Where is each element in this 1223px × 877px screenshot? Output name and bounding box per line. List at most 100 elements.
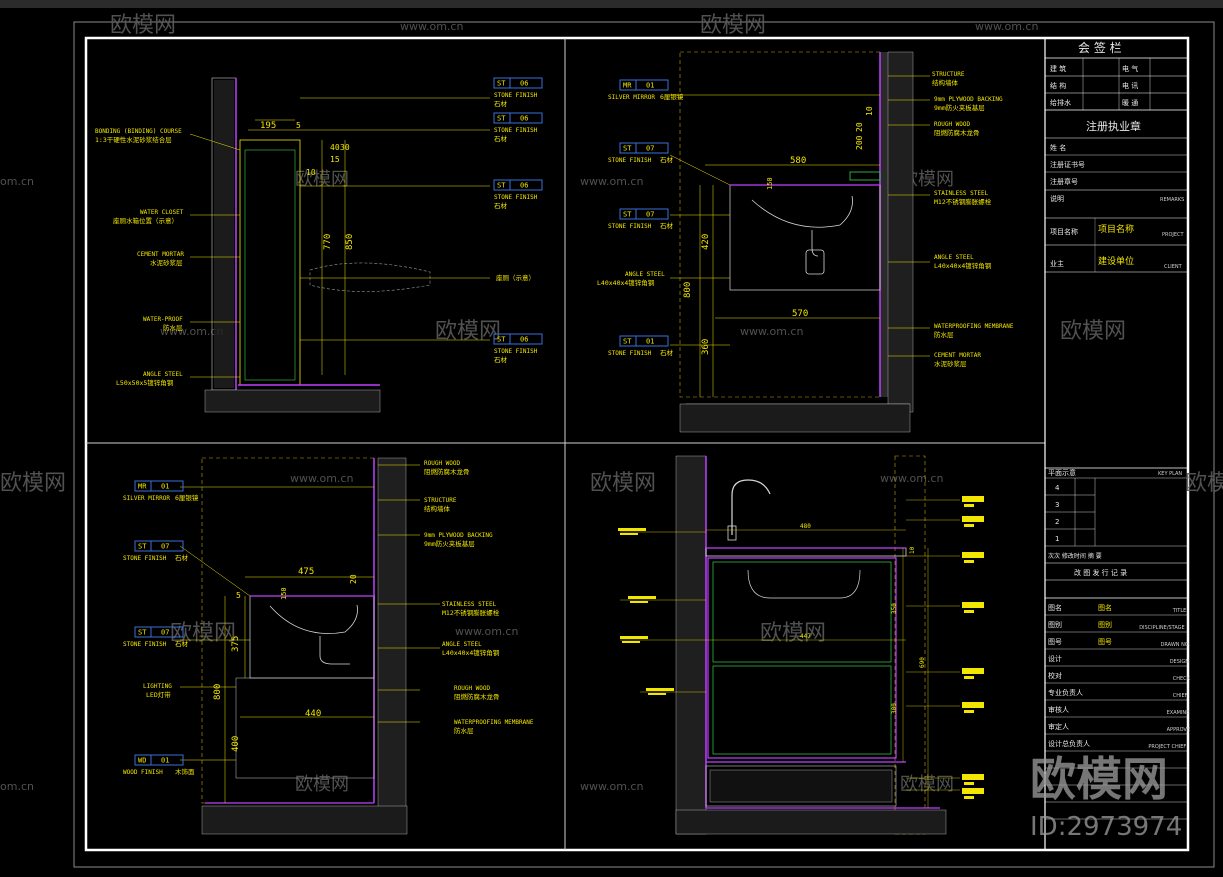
dim-480: 480 — [800, 523, 811, 530]
bonding-en: BONDING (BINDING) COURSE — [95, 128, 182, 135]
watermark-brand: 欧模网 — [110, 13, 176, 38]
field-label: 设计总负责人 — [1048, 739, 1090, 748]
angle-en: ANGLE STEEL — [934, 254, 974, 261]
tag-number: 01 — [161, 483, 169, 491]
project-value: 项目名称 — [1098, 223, 1134, 235]
dim-300: 300 — [891, 703, 898, 714]
tag-number: 07 — [646, 145, 654, 153]
watermark-brand: 欧模网 — [900, 169, 954, 190]
callout-marker — [962, 516, 984, 522]
tag-code: ST — [623, 338, 632, 346]
dim-150: 150 — [766, 177, 774, 190]
dim-400: 400 — [231, 736, 241, 752]
tag-number: 06 — [520, 115, 528, 123]
field-value: 图别 — [1098, 620, 1112, 629]
watermark-url: www.om.cn — [580, 175, 643, 188]
dim-350: 350 — [891, 603, 898, 614]
sheet-outer-border — [73, 21, 1215, 868]
tag-number: 07 — [161, 629, 169, 637]
field-label-en: CHIEF — [1173, 693, 1188, 699]
callout-marker — [620, 636, 648, 639]
field-label-en: APPROVE — [1167, 727, 1190, 733]
dim-20: 20 — [855, 122, 864, 132]
wp-en: WATERPROOFING MEMBRANE — [454, 719, 534, 726]
rough2-cn: 阻燃防腐木龙骨 — [454, 692, 500, 701]
viewport-top-strip — [0, 0, 1223, 8]
rough-cn: 阻燃防腐木龙骨 — [424, 467, 470, 476]
keyplan-en: KEY PLAN — [1158, 471, 1182, 477]
tag-label-cn: 石材 — [660, 221, 674, 230]
dim-580: 580 — [790, 156, 806, 166]
rough2-en: ROUGH WOOD — [454, 685, 491, 692]
structure-cn: 结构墙体 — [932, 78, 959, 87]
sign-header: 会 签 栏 — [1078, 40, 1122, 55]
waterproof-en: WATER-PROOF — [143, 316, 183, 323]
toilet-cn: 座厕（示意） — [496, 273, 535, 282]
callout-marker — [618, 528, 646, 531]
dim-10: 10 — [306, 168, 316, 177]
callout-marker-line — [622, 641, 640, 643]
panel-top-right-basin-section[interactable] — [669, 51, 930, 433]
callout-marker — [962, 496, 984, 502]
revision-title: 改 图 发 行 记 录 — [1074, 568, 1127, 577]
revision-4: 4 — [1055, 484, 1060, 492]
dim-447: 447 — [800, 633, 811, 640]
dim-440: 440 — [305, 709, 321, 719]
callout-marker — [962, 602, 984, 608]
tag-label-cn: 6厘银镜 — [175, 493, 199, 502]
panel-top-left-toilet-section[interactable] — [189, 77, 490, 413]
tag-code: ST — [138, 629, 147, 637]
field-value: 图名 — [1098, 603, 1112, 612]
led-cn: LED灯带 — [146, 690, 171, 699]
watermark-url: www.om.cn — [975, 20, 1038, 33]
panel-bottom-left-vanity-section[interactable] — [179, 457, 440, 835]
callout-marker-line — [964, 610, 974, 613]
angle-cn: L50x50x5镀锌角钢 — [116, 378, 174, 387]
tag-label-cn: 木饰面 — [175, 767, 195, 776]
watermark-url: www.om.cn — [290, 472, 353, 485]
watermark-url: www.om.cn — [400, 20, 463, 33]
watermark-brand: 欧模网 — [1185, 471, 1223, 496]
mortar-cn: 水泥砂浆层 — [934, 359, 967, 368]
angle2-cn: L40x40x4镀锌角钢 — [597, 278, 655, 287]
dim-800: 800 — [683, 282, 693, 298]
watermark-url: om.cn — [0, 175, 34, 188]
sign-row-2-left: 结 构 — [1050, 81, 1066, 90]
tag-label-en: STONE FINISH — [494, 348, 538, 355]
panel-bottom-right-text: 480 447 690 350 300 10 — [800, 523, 926, 714]
dim-5: 5 — [296, 121, 301, 130]
panel-bottom-right-cabinet-elevation[interactable] — [620, 455, 960, 835]
led-en: LIGHTING — [143, 683, 172, 690]
watermark-brand: 欧模网 — [0, 471, 66, 496]
tag-number: 06 — [520, 182, 528, 190]
callout-marker-line — [964, 504, 974, 507]
keyplan-cn: 平面示意 — [1048, 468, 1076, 477]
watermark-url: om.cn — [0, 780, 34, 793]
watermark-brand: 欧模网 — [900, 774, 954, 795]
callout-marker — [962, 552, 984, 558]
ss-cn: M12不锈钢膨胀螺栓 — [442, 608, 500, 617]
closet-en: WATER CLOSET — [140, 209, 184, 216]
dim-850: 850 — [345, 234, 355, 250]
callout-marker — [962, 774, 984, 780]
field-label-en: CHECK — [1173, 676, 1191, 682]
tag-label-en: STONE FINISH — [494, 92, 538, 99]
wp-en: WATERPROOFING MEMBRANE — [934, 323, 1014, 330]
plywood-cn: 9mm防火夹板基层 — [424, 539, 475, 548]
callout-marker-line — [964, 782, 974, 785]
tag-code: ST — [623, 145, 632, 153]
tag-number: 06 — [520, 80, 528, 88]
tag-label-cn: 6厘银镜 — [660, 92, 684, 101]
tag-label-en: STONE FINISH — [608, 350, 652, 357]
field-label-en: PROJECT CHIEF — [1148, 744, 1186, 750]
field-label: 审核人 — [1048, 705, 1069, 714]
rough-cn: 阻燃防腐木龙骨 — [934, 128, 980, 137]
field-label: 图号 — [1048, 638, 1062, 646]
panel-top-left-text: 195 5 40 15 30 770 850 10 BONDING (BINDI… — [95, 121, 535, 387]
bonding-cn: 1:3干硬性水泥砂浆结合层 — [95, 135, 172, 144]
